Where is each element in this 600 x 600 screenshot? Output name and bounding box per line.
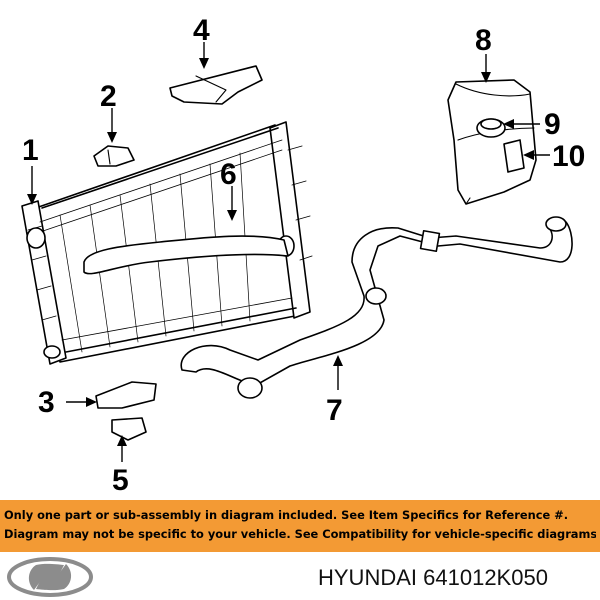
coolant-reservoir — [447, 79, 537, 205]
callout-8: 8 — [475, 24, 492, 57]
brand-name: HYUNDAI — [318, 565, 418, 590]
part-label: HYUNDAI 641012K050 — [318, 565, 548, 591]
brand-footer: HYUNDAI 641012K050 — [0, 552, 600, 600]
disclaimer-banner: Only one part or sub-assembly in diagram… — [0, 500, 600, 552]
callout-10: 10 — [552, 140, 585, 173]
leader-lines — [27, 42, 550, 462]
upper-radiator-hose — [83, 235, 289, 275]
callout-7: 7 — [326, 394, 343, 427]
parts-diagram: 1 2 3 4 5 6 7 8 9 10 — [21, 14, 585, 497]
callout-9: 9 — [544, 108, 561, 141]
callout-3: 3 — [38, 386, 55, 419]
lower-mount — [111, 417, 147, 441]
lower-bracket — [95, 381, 157, 409]
disclaimer-line-2: Diagram may not be specific to your vehi… — [4, 527, 596, 541]
callout-5: 5 — [112, 464, 129, 497]
callout-6: 6 — [220, 158, 237, 191]
hyundai-logo-icon — [7, 557, 93, 597]
callout-1: 1 — [22, 134, 39, 167]
disclaimer-line-1: Only one part or sub-assembly in diagram… — [4, 508, 569, 522]
upper-mount — [93, 145, 135, 167]
part-number: 641012K050 — [423, 565, 548, 590]
callout-2: 2 — [100, 80, 117, 113]
callout-4: 4 — [193, 14, 210, 47]
